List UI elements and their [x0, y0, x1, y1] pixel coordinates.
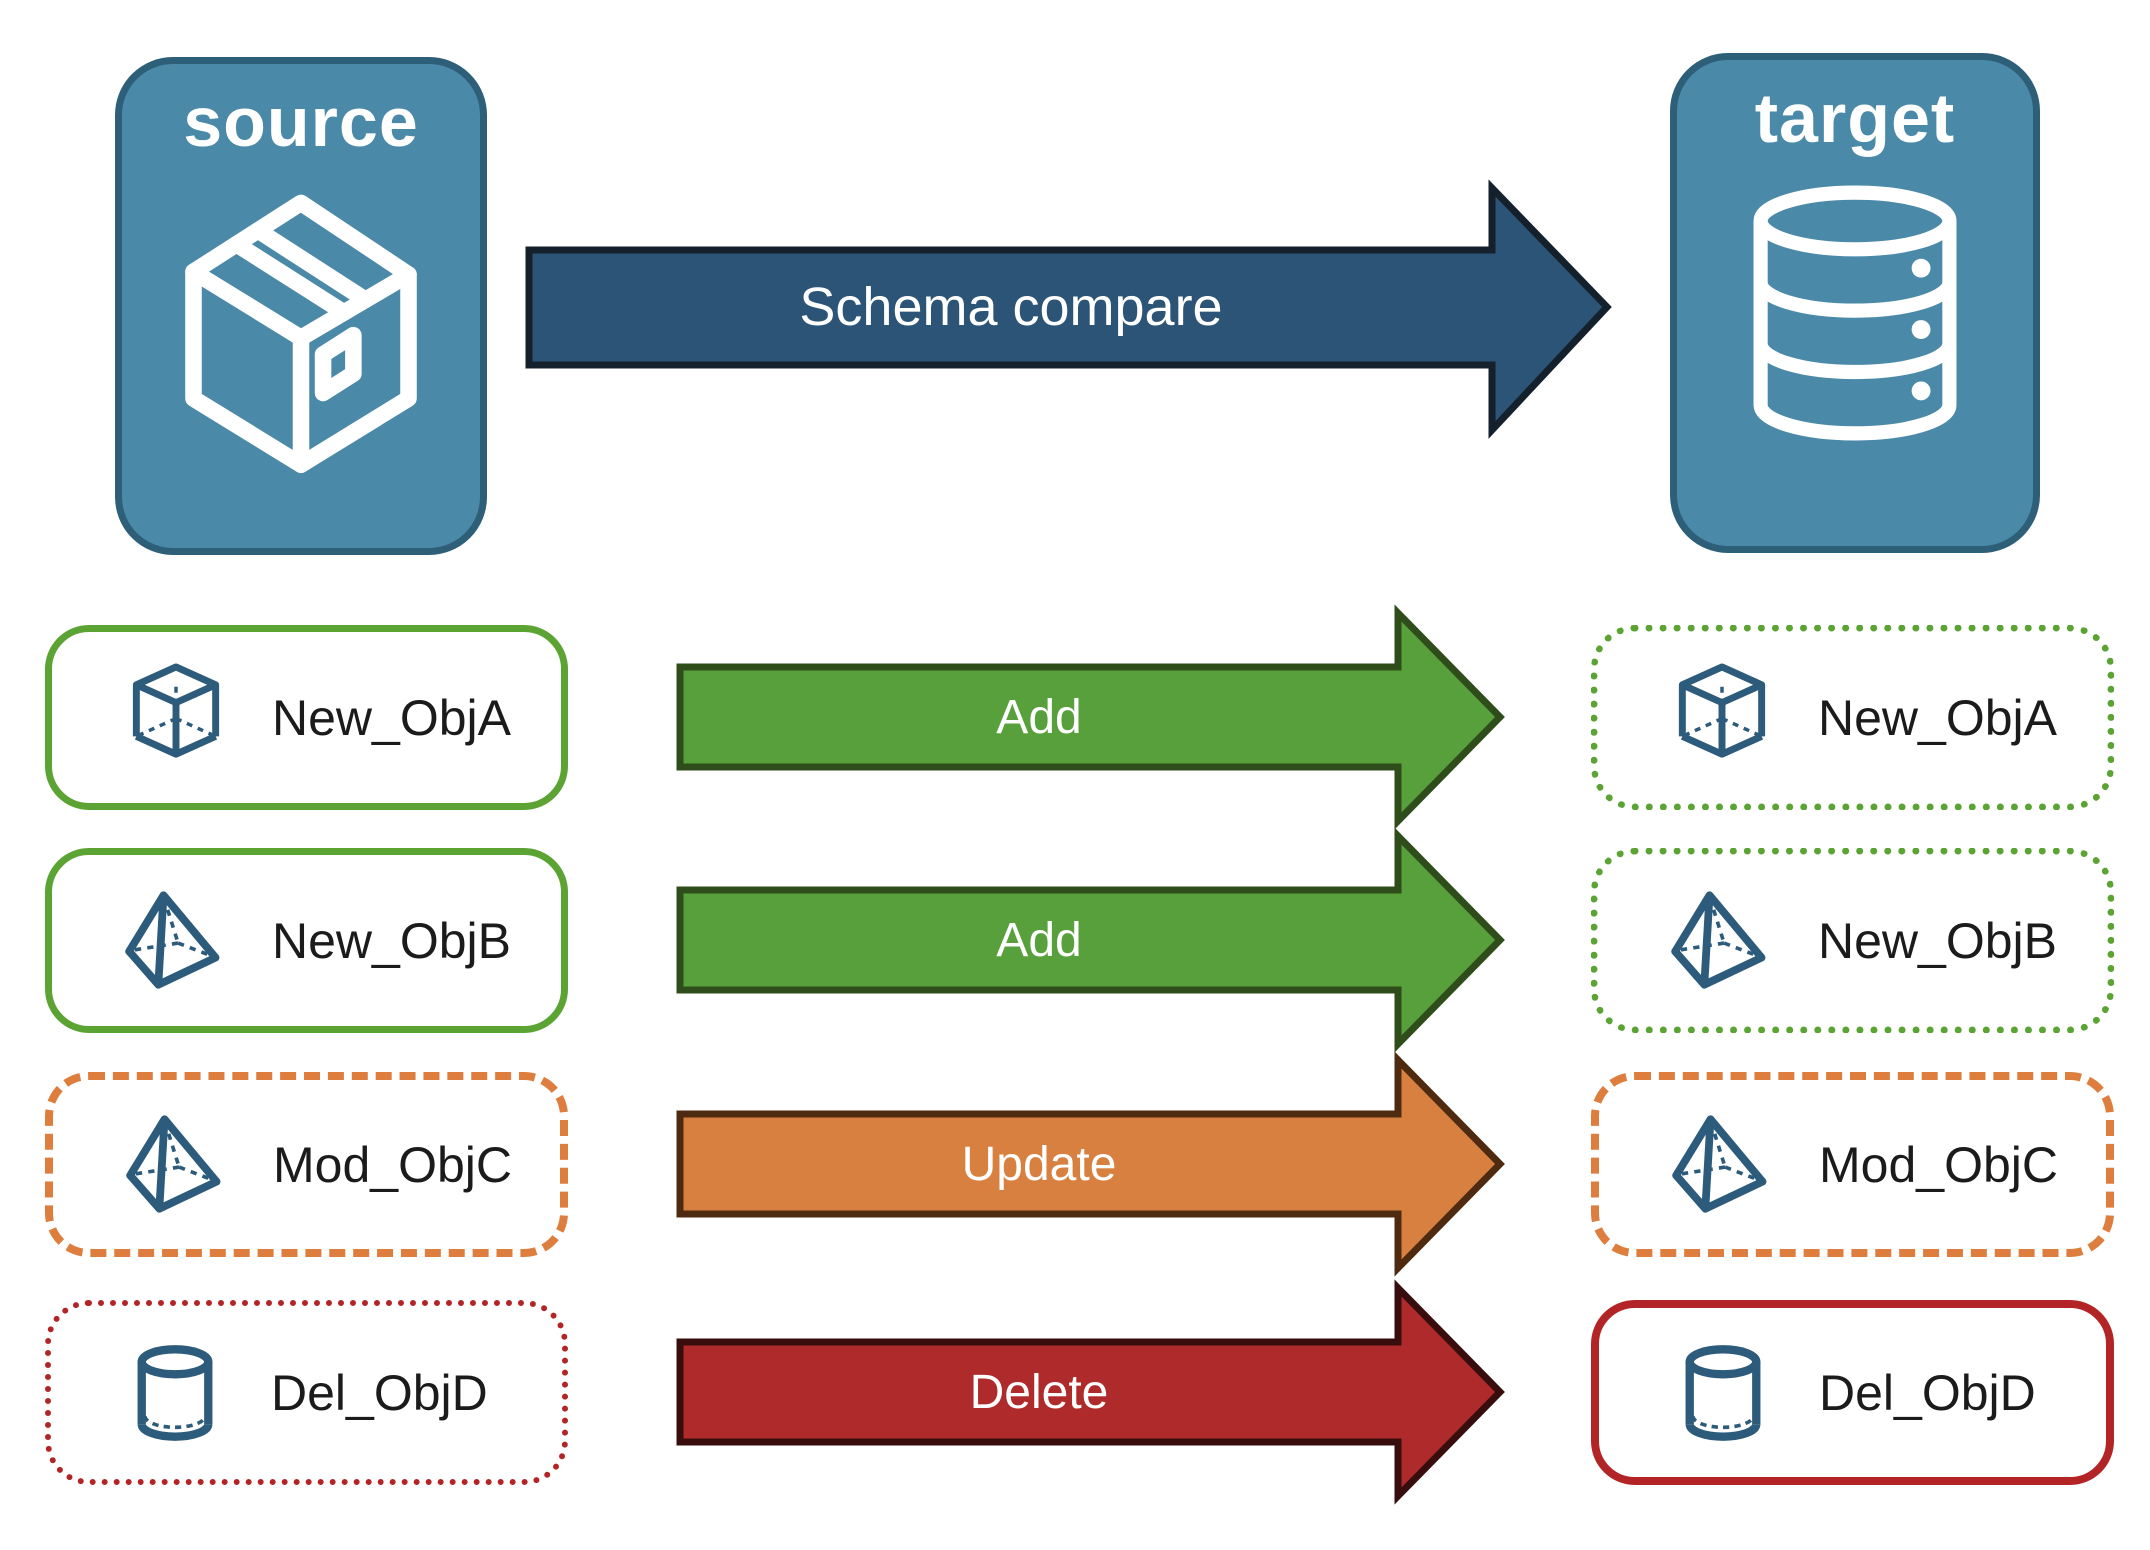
object-label: New_ObjA — [272, 689, 511, 746]
database-icon — [1753, 185, 1957, 441]
object-label: Mod_ObjC — [273, 1136, 512, 1193]
pyramid-icon — [125, 890, 220, 989]
object-label: Del_ObjD — [271, 1364, 488, 1421]
target-title: target — [1754, 79, 1956, 157]
object-chip-right: Mod_ObjC — [1591, 1072, 2114, 1257]
arrow-label: Delete — [970, 1366, 1109, 1419]
object-chip-left: New_ObjB — [45, 848, 568, 1033]
action-arrow: Delete — [676, 1279, 1505, 1505]
package-icon — [185, 194, 417, 473]
cube-icon — [1678, 662, 1766, 758]
target-node: target — [1670, 53, 2040, 553]
pyramid-icon — [1672, 1114, 1767, 1213]
action-arrow: Add — [676, 827, 1505, 1053]
object-label: New_ObjA — [1818, 689, 2057, 746]
object-chip-left: Mod_ObjC — [45, 1072, 568, 1257]
object-row: New_ObjB Add New_ObjB — [0, 827, 2150, 1053]
source-title: source — [183, 83, 419, 161]
object-label: Mod_ObjC — [1819, 1136, 2058, 1193]
object-label: New_ObjB — [1818, 912, 2057, 969]
action-arrow: Update — [676, 1051, 1505, 1277]
cylinder-icon — [1685, 1344, 1761, 1441]
object-row: Mod_ObjC Update Mod_ObjC — [0, 1051, 2150, 1277]
object-chip-left: Del_ObjD — [45, 1300, 568, 1485]
schema-compare-arrow: Schema compare — [525, 179, 1612, 439]
object-chip-right: New_ObjA — [1591, 625, 2114, 810]
object-chip-left: New_ObjA — [45, 625, 568, 810]
pyramid-icon — [1671, 890, 1766, 989]
object-row: New_ObjA Add New_ObjA — [0, 604, 2150, 830]
object-chip-right: New_ObjB — [1591, 848, 2114, 1033]
object-row: Del_ObjD Delete Del_ObjD — [0, 1279, 2150, 1505]
source-node: source — [115, 57, 487, 555]
object-chip-right: Del_ObjD — [1591, 1300, 2114, 1485]
action-arrow: Add — [676, 604, 1505, 830]
pyramid-icon — [126, 1114, 221, 1213]
object-label: Del_ObjD — [1819, 1364, 2036, 1421]
cylinder-icon — [137, 1344, 213, 1441]
arrow-label: Update — [962, 1138, 1117, 1191]
cube-icon — [132, 662, 220, 758]
object-label: New_ObjB — [272, 912, 511, 969]
arrow-label: Add — [996, 691, 1081, 744]
arrow-label: Add — [996, 914, 1081, 967]
schema-compare-label: Schema compare — [799, 277, 1222, 337]
